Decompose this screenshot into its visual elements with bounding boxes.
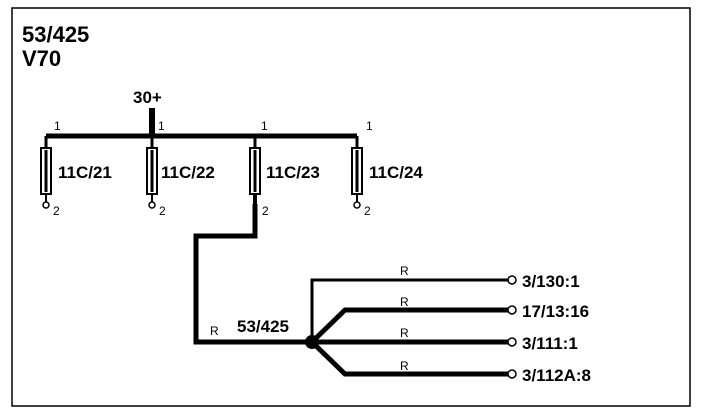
fuse-pin-top: 1 <box>366 119 373 133</box>
output-wire-3: R 3/111:1 <box>312 326 578 353</box>
output-wire-4: R 3/112A:8 <box>310 340 591 385</box>
fuse-label: 11C/22 <box>161 163 215 182</box>
wire-color: R <box>400 326 409 340</box>
splice-label: 53/425 <box>237 317 289 336</box>
fuse-11c-24: 1 2 11C/24 <box>351 119 423 218</box>
fuse-11c-21: 1 2 11C/21 <box>40 119 112 218</box>
wire-color: R <box>400 359 409 373</box>
feed-wire-color: R <box>210 324 219 338</box>
wire <box>310 278 508 342</box>
fuse-pin-bottom: 2 <box>159 204 166 218</box>
connector-label: 3/111:1 <box>522 334 578 353</box>
fuse-pin-top: 1 <box>261 119 268 133</box>
connector-terminal <box>507 337 517 347</box>
wire-color: R <box>400 264 409 278</box>
supply-label: 30+ <box>133 88 162 107</box>
connector-terminal <box>507 275 517 285</box>
model-label: V70 <box>22 46 62 71</box>
fuse-label: 11C/21 <box>58 163 112 182</box>
wire <box>310 340 508 377</box>
fuse-terminal <box>42 201 50 209</box>
diagram-title: 53/425 <box>22 22 90 47</box>
output-wire-2: R 17/13:16 <box>310 295 589 344</box>
fuse-terminal <box>353 201 361 209</box>
fuse-pin-top: 1 <box>158 119 165 133</box>
diagram-border <box>11 7 691 407</box>
fuse-11c-23: 1 2 11C/23 <box>249 119 320 218</box>
wire <box>310 307 508 344</box>
fuse-pin-bottom: 2 <box>364 204 371 218</box>
connector-label: 17/13:16 <box>522 302 589 321</box>
fuse-label: 11C/24 <box>369 163 423 182</box>
feed-wire <box>193 204 312 345</box>
connector-label: 3/130:1 <box>522 272 580 291</box>
fuse-pin-bottom: 2 <box>53 204 60 218</box>
fuse-pin-bottom: 2 <box>262 204 269 218</box>
fuse-11c-22: 1 2 11C/22 <box>146 119 215 218</box>
connector-terminal <box>507 369 517 379</box>
fuse-label: 11C/23 <box>266 163 320 182</box>
connector-label: 3/112A:8 <box>522 366 591 385</box>
connector-terminal <box>507 305 517 315</box>
fuse-terminal <box>148 201 156 209</box>
fuse-pin-top: 1 <box>54 119 61 133</box>
output-wire-1: R 3/130:1 <box>310 264 580 342</box>
wire-color: R <box>400 295 409 309</box>
